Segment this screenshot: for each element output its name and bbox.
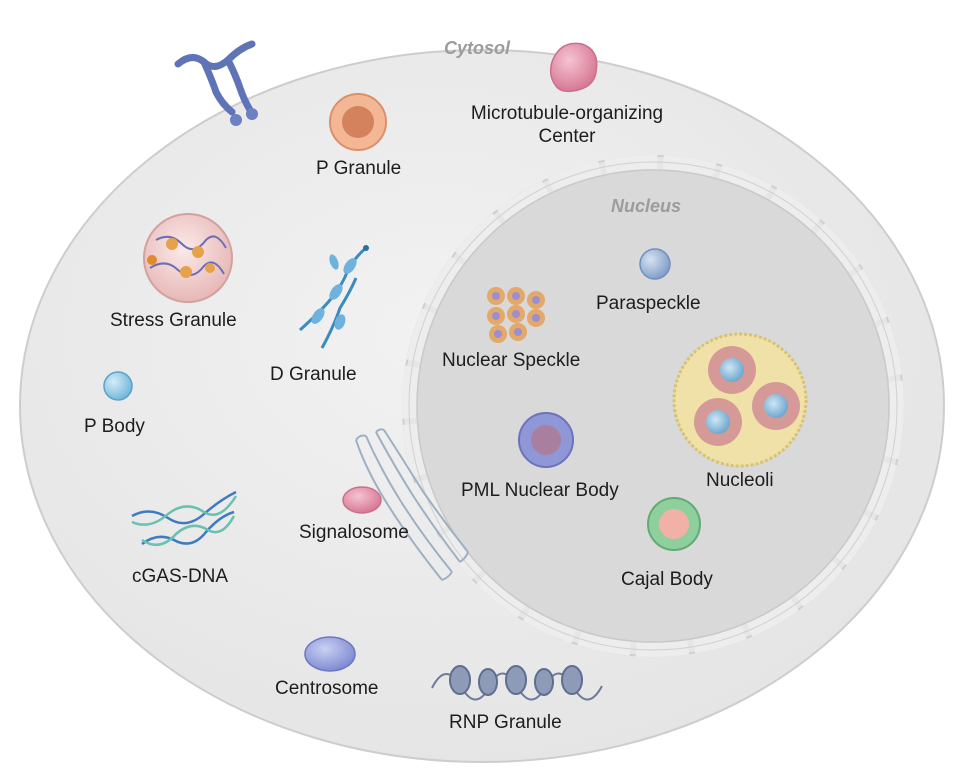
centrosome-label: Centrosome [275, 678, 379, 699]
cajal-body-icon [647, 497, 701, 551]
pink-blob-icon [549, 42, 598, 93]
pml-nuclear-body-label: PML Nuclear Body [461, 480, 619, 501]
cajal-body-label: Cajal Body [621, 569, 713, 590]
pml-nuclear-body-icon [518, 412, 574, 468]
speckle-cluster-icon [487, 287, 545, 343]
stress-granule-icon [143, 213, 233, 303]
paraspeckle-icon [639, 248, 671, 280]
beaded-protein-chain-icon [298, 245, 369, 349]
d-granule-label: D Granule [270, 364, 357, 385]
rnp-granule-label: RNP Granule [449, 712, 562, 733]
mtoc-label: Microtubule-organizing Center [454, 103, 680, 149]
p-body-icon [103, 371, 133, 401]
nuclear-speckle-label: Nuclear Speckle [442, 350, 581, 371]
cytosol-label: Cytosol [444, 38, 511, 58]
paraspeckle-label: Paraspeckle [596, 293, 701, 314]
er-membrane-icon [355, 428, 469, 581]
y-shaped-protein-icon [174, 40, 258, 126]
mtoc-label-line2: Center [538, 125, 596, 147]
stress-granule-label: Stress Granule [110, 310, 237, 331]
p-granule-label: P Granule [316, 158, 402, 179]
nucleosome-coil-icon [431, 665, 603, 701]
nucleolus-cluster-icon [672, 332, 808, 468]
cgas-dna-label: cGAS-DNA [132, 566, 229, 587]
signalosome-label: Signalosome [299, 522, 409, 543]
pink-oval-on-er-icon [342, 486, 382, 514]
p-body-label: P Body [84, 416, 145, 437]
mtoc-label-line1: Microtubule-organizing [470, 103, 664, 124]
nucleus [402, 155, 904, 657]
p-granule-icon [329, 93, 387, 151]
centrosome-icon [304, 636, 356, 672]
nucleus-label: Nucleus [611, 196, 682, 216]
nucleoli-label: Nucleoli [706, 470, 774, 491]
double-helix-icon [131, 490, 238, 547]
